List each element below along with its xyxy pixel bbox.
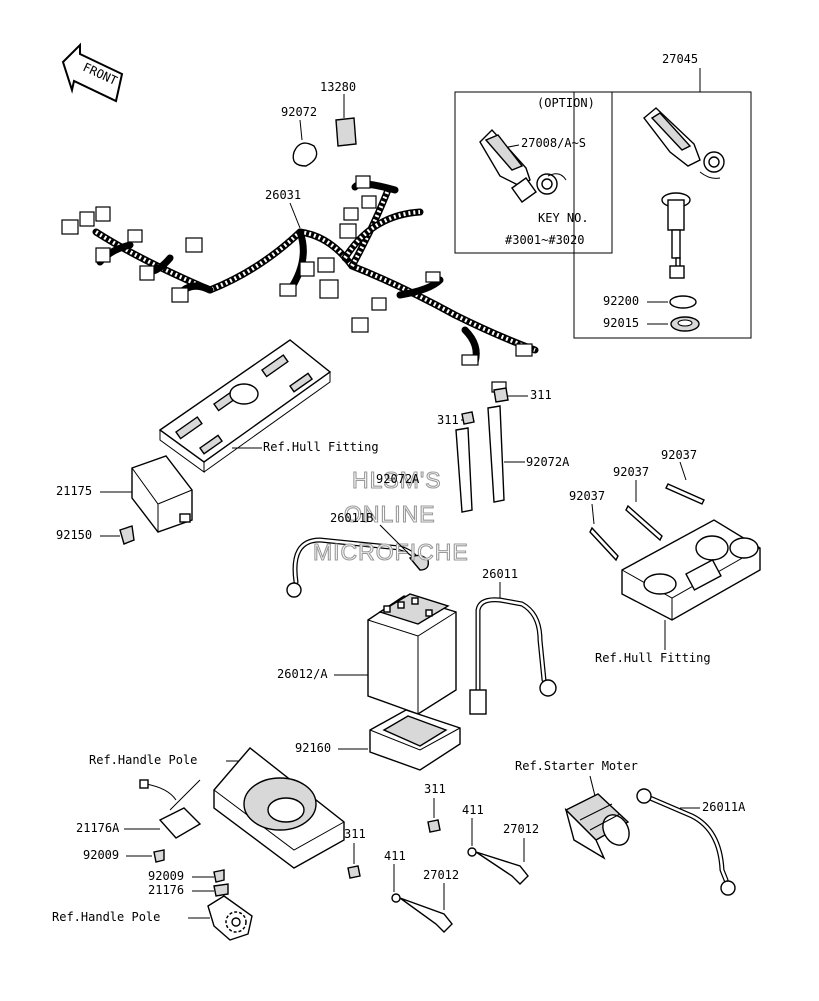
callout-311-b: 311 [530,388,552,402]
callout-27012-a: 27012 [503,822,539,836]
ref-handle-pole-1: Ref.Handle Pole [89,753,197,767]
callout-311-c: 311 [424,782,446,796]
callout-27045: 27045 [662,52,698,66]
option-switch-part [479,128,567,203]
callout-411-a: 411 [462,803,484,817]
callout-92072A-b: 92072A [526,455,570,469]
callout-26011: 26011 [482,567,518,581]
hull-bracket-left-part [158,339,332,473]
callout-92037-a: 92037 [661,448,697,462]
callout-92009-b: 92009 [148,869,184,883]
ref-handle-pole-2: Ref.Handle Pole [52,910,160,924]
nut-311-c-part [427,819,441,833]
screw-92009-a-part [153,849,165,863]
terminal-27012-a-part [475,851,529,885]
callout-311-d: 311 [344,827,366,841]
watermark: HLSM'S ONLINE MICROFICHE [312,466,469,565]
watermark-line-2: ONLINE [344,501,436,527]
callout-92037-b: 92037 [613,465,649,479]
battery-cable-26011A-part [636,788,736,896]
watermark-line-3: MICROFICHE [313,539,469,565]
ignition-switch-part [643,107,725,279]
callout-311-a: 311 [437,413,459,427]
bolt-92037-b-part [625,504,663,542]
option-title: (OPTION) [537,96,595,110]
callout-92015: 92015 [603,316,639,330]
sensor-21176A-part [139,779,202,839]
ref-hull-fitting-1: Ref.Hull Fitting [263,440,379,454]
callout-411-b: 411 [384,849,406,863]
callout-13280: 13280 [320,80,356,94]
battery-cable-26011B-part [286,537,430,598]
o-ring-part [669,295,697,309]
band-92072A-b-part [487,405,505,503]
callout-92037-c: 92037 [569,489,605,503]
callout-92160: 92160 [295,741,331,755]
screw-part [119,525,135,545]
bolt-92037-c-part [589,526,619,562]
battery-part [367,593,457,715]
screw-92009-b-part [213,869,225,883]
callout-92200: 92200 [603,294,639,308]
ref-hull-fitting-2: Ref.Hull Fitting [595,651,711,665]
band-part [292,142,318,167]
handle-pole-ring-part [207,895,253,941]
hull-cover-right-part [621,519,761,621]
washer-411-b-part [391,893,401,903]
watermark-line-1: HLSM'S [352,467,442,493]
front-arrow-icon: FRONT [61,42,124,103]
main-harness-part [61,175,539,393]
bolt-92037-a-part [665,483,705,505]
nut-311-a-part [461,411,475,425]
starter-motor-part [564,793,630,860]
battery-cable-26011-part [469,597,557,715]
callout-92072A-a: 92072A [376,472,420,486]
callout-92072: 92072 [281,105,317,119]
key-no-title: KEY NO. [538,211,589,225]
ref-starter-moter: Ref.Starter Moter [515,759,638,773]
sensor-21176-part [213,883,229,897]
callout-21175: 21175 [56,484,92,498]
callout-21176: 21176 [148,883,184,897]
control-module-part [131,455,193,533]
callout-26012A: 26012/A [277,667,328,681]
terminal-27012-b-part [399,897,453,933]
battery-tray-part [369,709,461,771]
callout-26011B: 26011B [330,511,373,525]
label-plate-part [335,117,357,147]
nut-311-d-part [347,865,361,879]
callout-27012-b: 27012 [423,868,459,882]
handle-pole-plate-part [213,747,345,869]
callout-26011A: 26011A [702,800,746,814]
option-part-label: 27008/A~S [521,136,586,150]
callout-26031: 26031 [265,188,301,202]
washer-411-a-part [467,847,477,857]
callout-92150: 92150 [56,528,92,542]
callout-92009-a: 92009 [83,848,119,862]
key-no-range: #3001~#3020 [505,233,584,247]
callout-21176A: 21176A [76,821,120,835]
nut-311-b-part [493,387,509,403]
band-92072A-a-part [455,427,473,513]
